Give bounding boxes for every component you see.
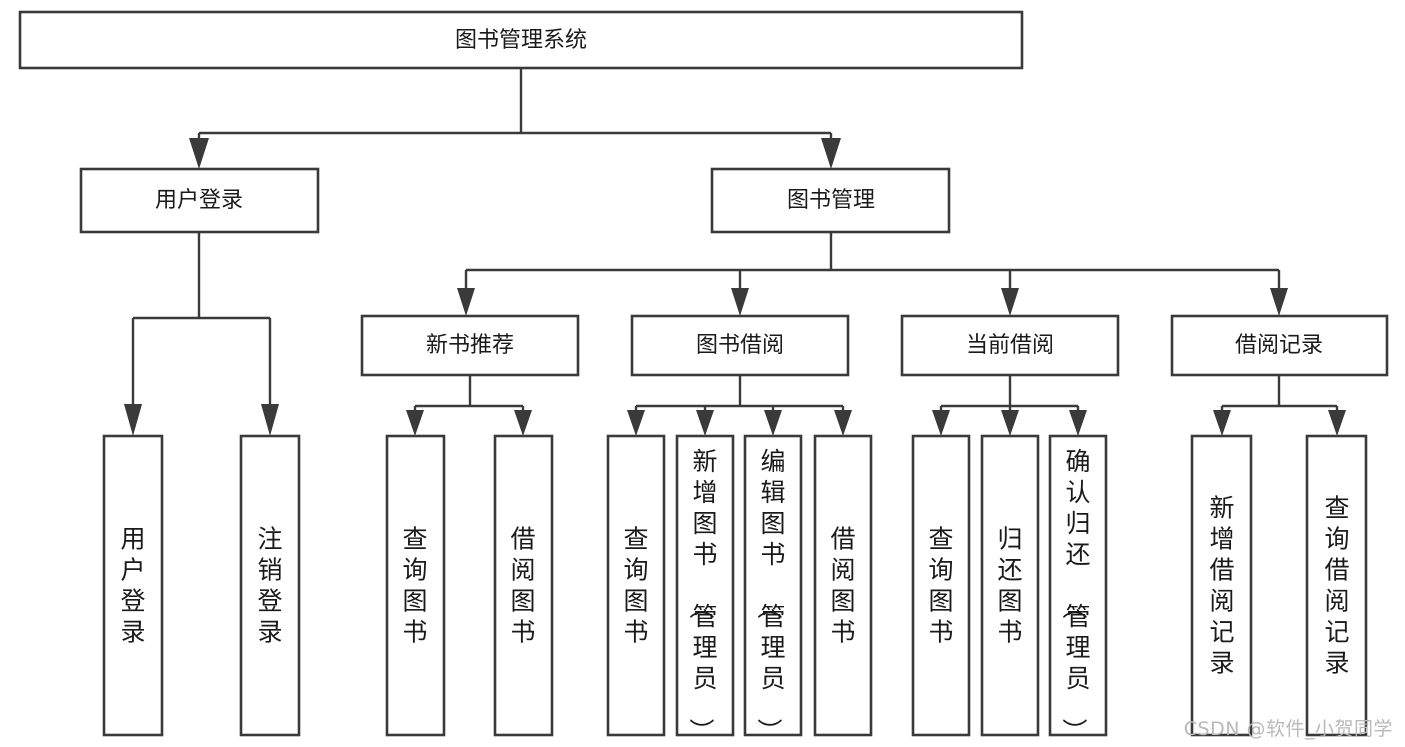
- arrow-head-new-book-recommend: [457, 288, 475, 316]
- node-book-manage[interactable]: 图书管理: [710, 167, 951, 234]
- leaf-query-record-label: 查询借阅记录: [1324, 494, 1349, 678]
- arrow-head-book-manage: [821, 138, 841, 169]
- leaf-borrow-book-2-box[interactable]: [813, 434, 873, 737]
- node-borrow-record[interactable]: 借阅记录: [1170, 314, 1389, 377]
- arrow-head-leaf-edit-book: [764, 410, 782, 436]
- node-new-book-recommend-label: 新书推荐: [426, 333, 514, 358]
- node-user-login[interactable]: 用户登录: [79, 167, 320, 234]
- arrow-head-current-borrow: [1001, 288, 1019, 316]
- leaf-edit-book-label: 编辑图书（管理员）: [754, 447, 785, 743]
- leaf-query-book-1-label: 查询图书: [402, 525, 427, 647]
- node-book-borrow-box[interactable]: [630, 314, 850, 377]
- arrow-head-leaf-add-record: [1213, 410, 1231, 436]
- node-current-borrow-box[interactable]: [900, 314, 1120, 377]
- leaf-add-book-label: 新增图书（管理员）: [686, 447, 717, 743]
- leaf-logout-login-box[interactable]: [239, 434, 301, 737]
- arrow-head-leaf-user-login: [124, 404, 142, 436]
- leaf-return-book-box[interactable]: [980, 434, 1040, 737]
- node-root-box[interactable]: [18, 10, 1024, 70]
- node-book-manage-label: 图书管理: [787, 188, 875, 213]
- node-new-book-recommend-box[interactable]: [360, 314, 580, 377]
- arrow-head-leaf-query-book-2: [627, 410, 645, 436]
- node-user-login-label: 用户登录: [155, 188, 243, 213]
- arrow-head-leaf-logout-login: [261, 404, 279, 436]
- leaf-query-book-1-box[interactable]: [385, 434, 446, 737]
- leaf-query-book-3-label: 查询图书: [928, 525, 953, 647]
- leaf-edit-book[interactable]: 编辑图书（管理员）: [743, 434, 803, 743]
- node-root-label: 图书管理系统: [455, 28, 587, 53]
- arrow-head-leaf-return-book: [1001, 410, 1019, 436]
- leaf-confirm-return[interactable]: 确认归还（管理员）: [1048, 434, 1108, 743]
- arrow-head-book-borrow: [731, 288, 749, 316]
- node-borrow-record-label: 借阅记录: [1235, 333, 1323, 358]
- node-book-manage-box[interactable]: [710, 167, 951, 234]
- leaf-add-book-box[interactable]: [675, 434, 735, 737]
- arrow-head-leaf-query-book-3: [932, 410, 950, 436]
- leaf-borrow-book-2-label: 借阅图书: [830, 525, 855, 647]
- node-root[interactable]: 图书管理系统: [18, 10, 1024, 70]
- leaf-user-login[interactable]: 用户登录: [102, 434, 164, 737]
- leaf-query-record[interactable]: 查询借阅记录: [1305, 434, 1368, 737]
- leaf-add-record-label: 新增借阅记录: [1209, 494, 1234, 678]
- arrow-head-borrow-record: [1270, 288, 1288, 316]
- leaf-query-book-2-box[interactable]: [606, 434, 666, 737]
- arrow-head-leaf-confirm-return: [1069, 410, 1087, 436]
- leaf-user-login-label: 用户登录: [120, 525, 145, 647]
- leaf-add-book[interactable]: 新增图书（管理员）: [675, 434, 735, 743]
- node-borrow-record-box[interactable]: [1170, 314, 1389, 377]
- leaf-user-login-box[interactable]: [102, 434, 164, 737]
- leaf-borrow-book-2[interactable]: 借阅图书: [813, 434, 873, 737]
- node-user-login-box[interactable]: [79, 167, 320, 234]
- arrow-head-leaf-add-book: [696, 410, 714, 436]
- leaf-return-book[interactable]: 归还图书: [980, 434, 1040, 737]
- connector-layer: [124, 68, 1346, 436]
- leaf-query-book-1[interactable]: 查询图书: [385, 434, 446, 737]
- leaf-query-record-box[interactable]: [1305, 434, 1368, 737]
- leaf-edit-book-box[interactable]: [743, 434, 803, 737]
- arrow-head-leaf-query-record: [1328, 410, 1346, 436]
- watermark-text: CSDN @软件_小贺同学: [1183, 718, 1393, 740]
- leaf-add-record-box[interactable]: [1190, 434, 1253, 737]
- leaf-logout-login-label: 注销登录: [257, 525, 282, 647]
- arrow-head-leaf-query-book-1: [406, 410, 424, 436]
- leaf-borrow-book-1-box[interactable]: [493, 434, 554, 737]
- leaf-query-book-3-box[interactable]: [911, 434, 971, 737]
- node-book-borrow-label: 图书借阅: [696, 333, 784, 358]
- node-current-borrow[interactable]: 当前借阅: [900, 314, 1120, 377]
- leaf-logout-login[interactable]: 注销登录: [239, 434, 301, 737]
- leaf-confirm-return-box[interactable]: [1048, 434, 1108, 737]
- leaf-query-book-2-label: 查询图书: [623, 525, 648, 647]
- leaf-borrow-book-1[interactable]: 借阅图书: [493, 434, 554, 737]
- leaf-return-book-label: 归还图书: [997, 525, 1022, 647]
- leaf-add-record[interactable]: 新增借阅记录: [1190, 434, 1253, 737]
- node-new-book-recommend[interactable]: 新书推荐: [360, 314, 580, 377]
- leaf-borrow-book-1-label: 借阅图书: [510, 525, 535, 647]
- node-current-borrow-label: 当前借阅: [966, 333, 1054, 358]
- node-book-borrow[interactable]: 图书借阅: [630, 314, 850, 377]
- leaf-query-book-3[interactable]: 查询图书: [911, 434, 971, 737]
- leaf-query-book-2[interactable]: 查询图书: [606, 434, 666, 737]
- arrow-head-user-login: [189, 138, 209, 169]
- leaf-confirm-return-label: 确认归还（管理员）: [1059, 447, 1090, 743]
- arrow-head-leaf-borrow-book-1: [514, 410, 532, 436]
- arrow-head-leaf-borrow-book-2: [834, 410, 852, 436]
